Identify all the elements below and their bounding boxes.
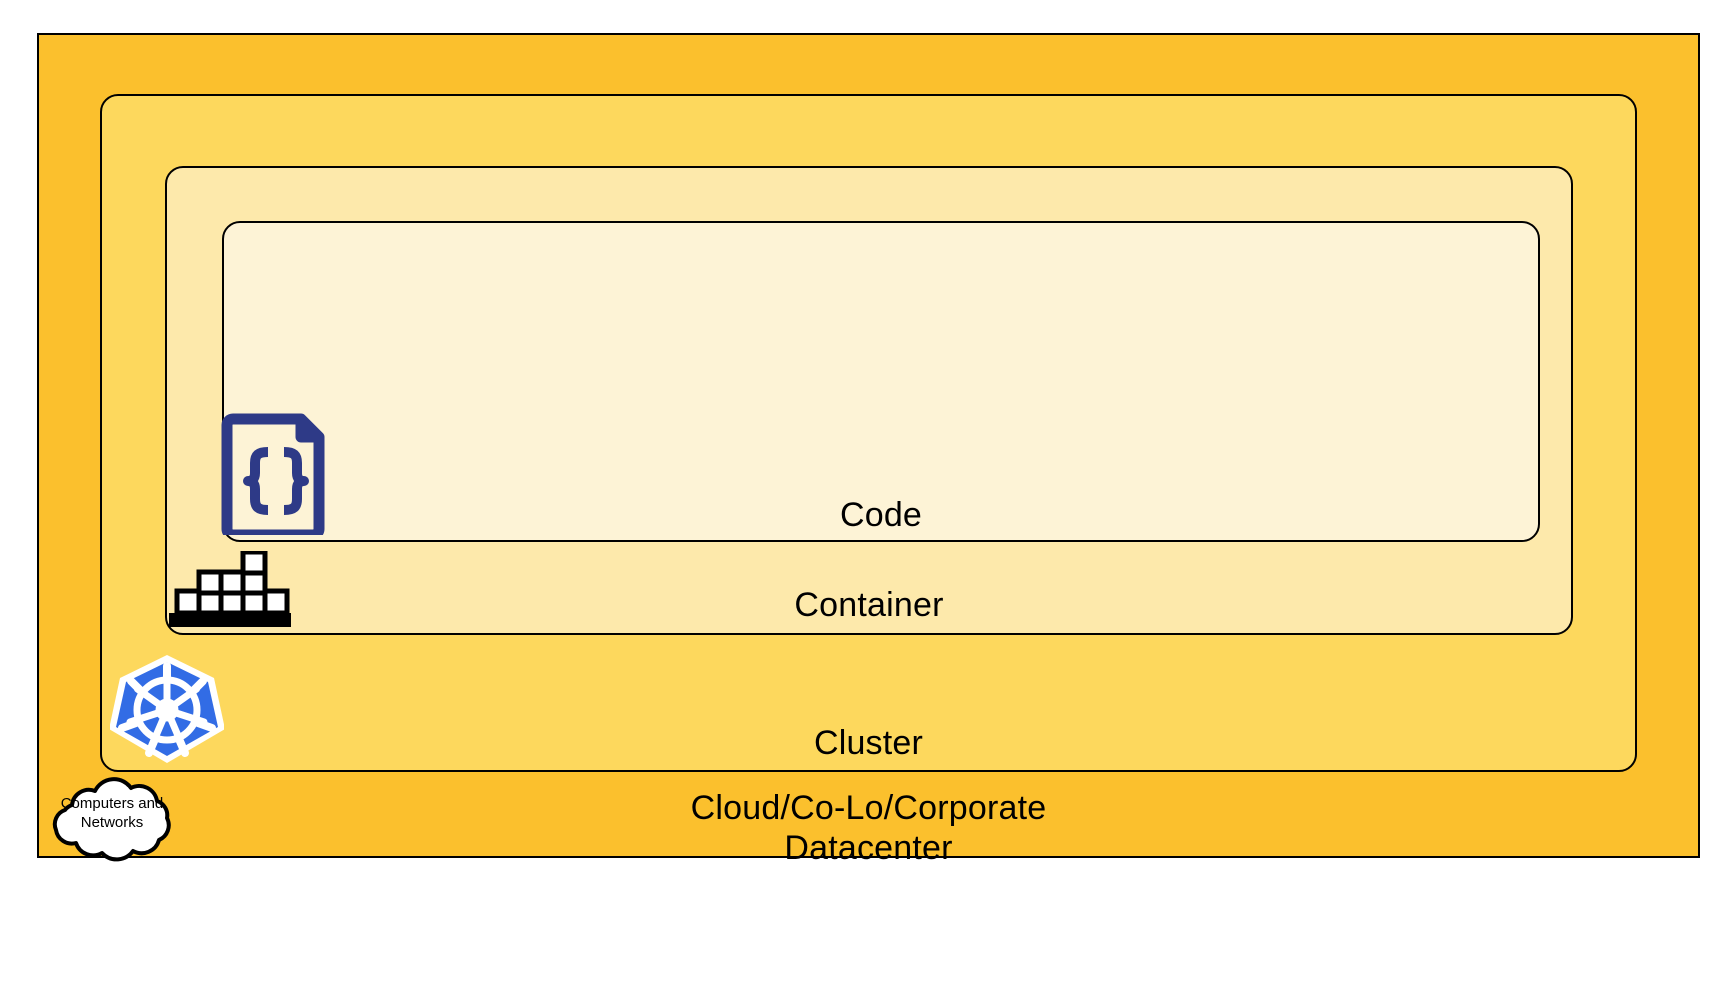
- layer-label-container: Container: [794, 586, 944, 624]
- layer-box-code[interactable]: [222, 221, 1540, 542]
- container-stack-icon: [169, 549, 291, 627]
- layer-label-cluster: Cluster: [813, 724, 924, 762]
- layer-label-code: Code: [839, 496, 923, 534]
- layer-label-datacenter: Cloud/Co-Lo/Corporate Datacenter: [690, 789, 1047, 867]
- kubernetes-helm-wheel-icon: [109, 653, 225, 765]
- json-code-document-icon: [221, 413, 331, 541]
- computers-and-networks-cloud[interactable]: [36, 775, 188, 867]
